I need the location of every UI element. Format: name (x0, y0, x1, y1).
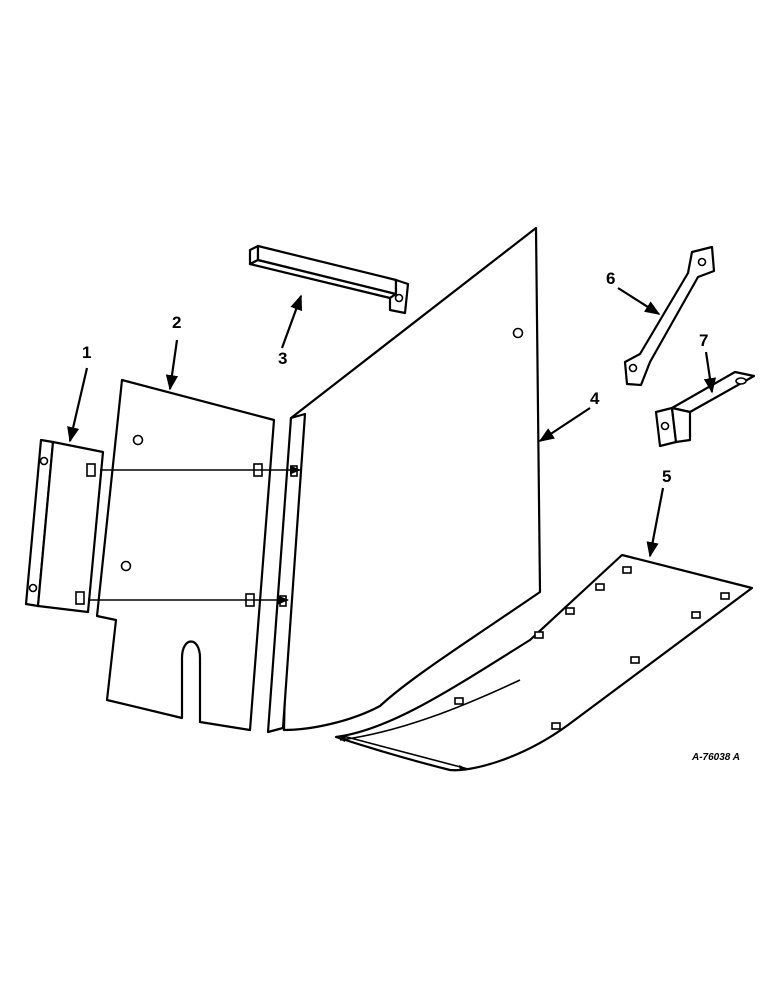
callout-3: 3 (278, 349, 287, 368)
callout-2: 2 (172, 313, 181, 332)
callout-4: 4 (590, 389, 600, 408)
part-5-bottom-pan (334, 553, 754, 772)
callout-7: 7 (699, 331, 708, 350)
drawing-reference-code: A-76038 A (691, 752, 740, 763)
callout-6: 6 (606, 269, 615, 288)
callout-labels: 1 2 3 4 5 6 7 (82, 269, 708, 486)
part-7-short-bracket (654, 370, 756, 448)
callout-leaders (67, 287, 717, 558)
part-1-bracket-plate (24, 438, 105, 614)
part-3-long-bracket (248, 244, 410, 315)
part-6-offset-strap (623, 245, 716, 387)
part-4-shield-panel (282, 226, 542, 732)
callout-1: 1 (82, 343, 91, 362)
alignment-lines (88, 465, 302, 605)
callout-5: 5 (662, 467, 671, 486)
part-2-plate (95, 378, 276, 732)
